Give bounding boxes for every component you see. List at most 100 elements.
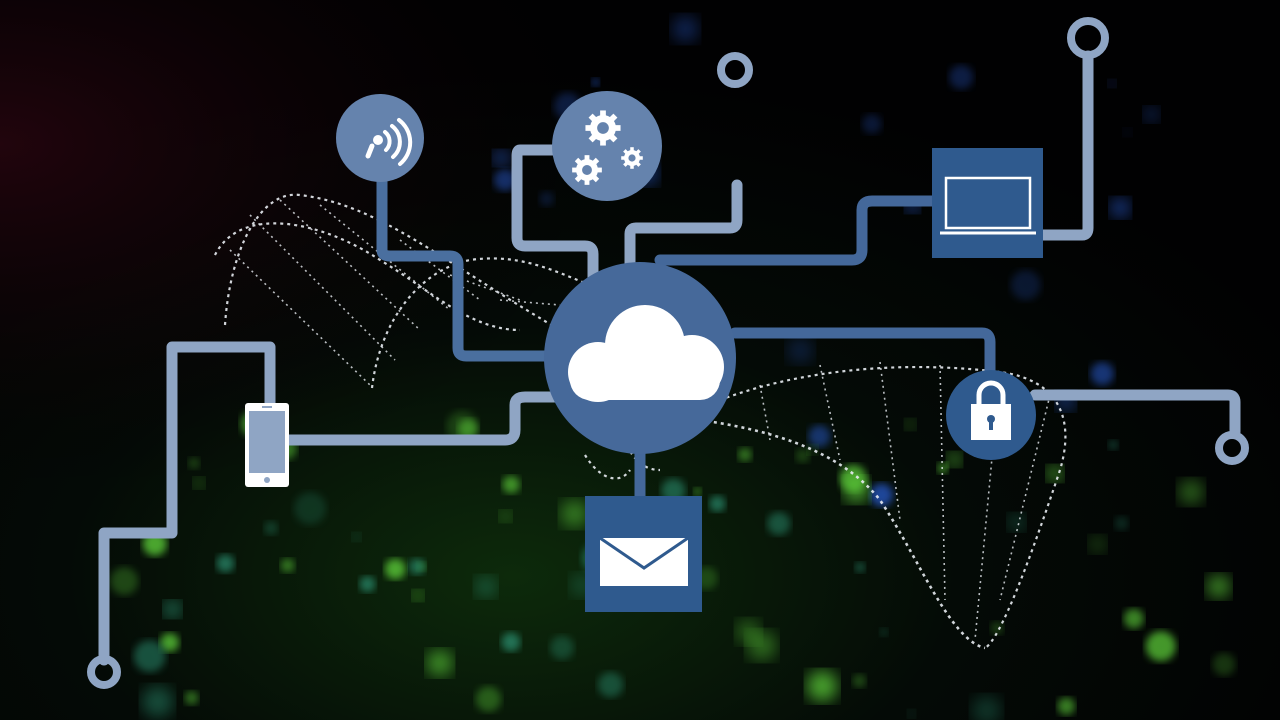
bokeh-light — [1090, 362, 1114, 386]
bokeh-light — [184, 691, 199, 705]
bokeh-light — [1088, 535, 1107, 553]
gear — [585, 110, 621, 146]
gears-node — [552, 91, 662, 201]
bokeh-light — [1007, 513, 1026, 532]
bokeh-light — [1145, 631, 1176, 662]
bokeh-light — [907, 709, 916, 718]
open-line — [624, 179, 743, 284]
bokeh-light — [475, 686, 502, 712]
bokeh-light — [1143, 106, 1160, 123]
lock-right-line — [1029, 389, 1241, 438]
laptop-node — [932, 148, 1043, 258]
bokeh-light — [947, 452, 962, 467]
bokeh-light — [359, 576, 376, 593]
bokeh-light — [493, 168, 516, 191]
bokeh-light — [352, 532, 362, 542]
cloud-icon — [568, 305, 724, 402]
dna-rung — [319, 204, 451, 311]
dna-rung — [499, 299, 561, 306]
wifi-node — [336, 94, 424, 182]
bokeh-light — [808, 425, 831, 448]
mail-icon — [599, 536, 689, 586]
bokeh-light — [475, 576, 497, 598]
bokeh-light — [408, 558, 426, 575]
bokeh-light — [591, 78, 600, 87]
bokeh-light — [737, 447, 752, 462]
bokeh-light — [854, 562, 866, 573]
bokeh-light — [904, 418, 916, 430]
bokeh-light — [216, 554, 235, 573]
bokeh-light — [110, 567, 139, 596]
bokeh-light — [1110, 197, 1131, 218]
bokeh-light — [384, 558, 406, 580]
bokeh-light — [879, 628, 888, 637]
bokeh-light — [597, 672, 624, 698]
bokeh-light — [767, 511, 791, 536]
bokeh-light — [560, 499, 589, 528]
bokeh-light — [869, 483, 894, 507]
dna-rung — [999, 394, 1051, 601]
terminal-ring — [1215, 431, 1249, 465]
dna-rung — [279, 199, 421, 331]
bokeh-light — [264, 521, 279, 536]
bokeh-light — [862, 114, 882, 134]
smartphone-icon — [245, 403, 289, 487]
lock-node — [946, 370, 1036, 460]
bokeh-light — [539, 191, 555, 207]
bokeh-light — [163, 600, 181, 618]
bokeh-light — [1123, 127, 1132, 137]
bokeh-light — [1010, 270, 1041, 301]
bokeh-light — [693, 487, 702, 496]
bokeh-light — [160, 632, 180, 652]
mail-node — [585, 496, 702, 612]
bokeh-light — [852, 674, 867, 688]
bokeh-light — [412, 590, 424, 602]
bokeh-light — [1108, 440, 1119, 450]
bokeh-light — [1206, 574, 1231, 599]
gears-icon — [572, 110, 643, 185]
bokeh-light — [1046, 465, 1063, 482]
laptop-line — [654, 195, 941, 266]
terminal-ring — [1067, 17, 1109, 59]
laptop-icon — [940, 176, 1036, 235]
dna-rung — [879, 361, 901, 521]
bokeh-light — [990, 621, 1004, 635]
bokeh-light — [193, 477, 205, 489]
wifi-icon — [365, 118, 413, 166]
bokeh-light — [1057, 697, 1076, 716]
bokeh-light — [971, 695, 1002, 720]
bokeh-light — [280, 558, 295, 573]
wifi-line — [376, 174, 556, 362]
bokeh-light — [502, 475, 520, 494]
bokeh-light — [1123, 608, 1144, 629]
bokeh-light — [133, 640, 166, 673]
dna-rung — [229, 249, 371, 386]
dna-rung — [819, 364, 841, 461]
phone-line-right — [283, 391, 561, 446]
gear — [621, 147, 643, 169]
bokeh-light — [746, 630, 777, 661]
gears-line — [511, 144, 599, 286]
phone-line-left — [98, 341, 276, 666]
bokeh-light — [499, 510, 512, 523]
bokeh-light — [671, 15, 699, 43]
bokeh-light — [501, 632, 521, 652]
bokeh-light — [1114, 516, 1129, 531]
bokeh-light — [1107, 79, 1117, 88]
bokeh-light — [795, 448, 810, 463]
connection-lines — [98, 50, 1241, 666]
bokeh-light — [839, 464, 867, 492]
lock-line — [729, 327, 996, 378]
bokeh-light — [426, 649, 453, 676]
bokeh-light — [1212, 652, 1236, 676]
terminal-ring — [717, 52, 753, 88]
bokeh-light — [550, 635, 574, 660]
bokeh-light — [709, 495, 726, 512]
bokeh-light — [188, 457, 200, 469]
gear — [572, 155, 602, 185]
bokeh-light — [806, 670, 838, 702]
laptop-right-line — [1037, 50, 1094, 241]
smartphone-node — [245, 403, 289, 487]
dna-rung — [399, 239, 481, 301]
